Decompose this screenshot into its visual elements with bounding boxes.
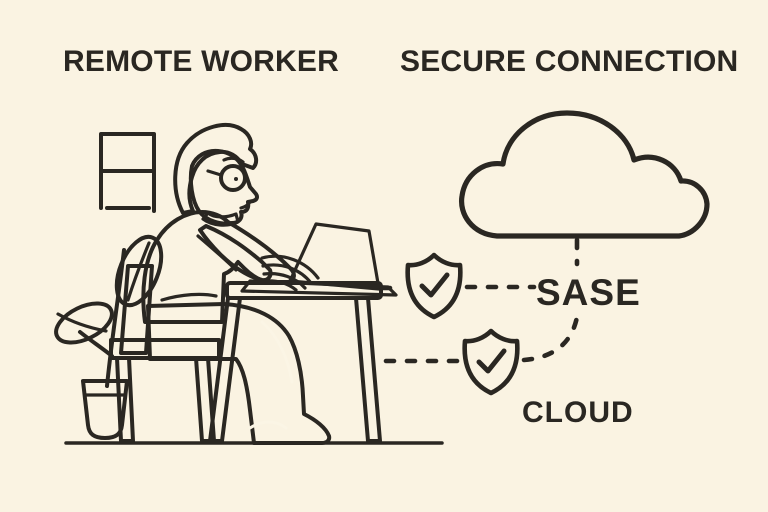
laptop-base [240,279,398,297]
sweater-collar [201,211,240,227]
person-forearm [198,224,273,283]
finger-line [263,279,298,292]
secure-connection-heading: SECURE CONNECTION [400,45,739,78]
leaf-vein [56,312,108,333]
person-sweater [141,210,296,324]
cloud-icon [458,110,710,239]
cloud-label: CLOUD [522,396,634,429]
chair-leg [115,356,135,443]
person-eyebrow [222,156,245,164]
glasses-icon [219,164,247,192]
plant-leaf-lower [54,301,114,345]
person-mouth [239,200,252,210]
sase-label: SASE [536,272,641,313]
window-frame-icon [99,132,156,213]
person-eye [234,177,238,181]
person-pants [146,302,332,445]
sweater-crease [160,292,218,302]
finger-line [260,254,320,280]
finger-line [262,272,307,290]
chair-back-post [119,264,154,355]
pants-highlight [260,320,294,384]
glasses-arm [206,169,223,177]
person-face [188,148,259,226]
dashed-link-cloud [383,314,580,364]
dashed-link-sase [379,284,537,291]
leaf-vein [126,241,151,302]
remote-worker-heading: REMOTE WORKER [63,45,339,78]
finger-line [261,263,313,285]
shoe-highlight [248,420,288,430]
typing-hands [198,224,320,292]
